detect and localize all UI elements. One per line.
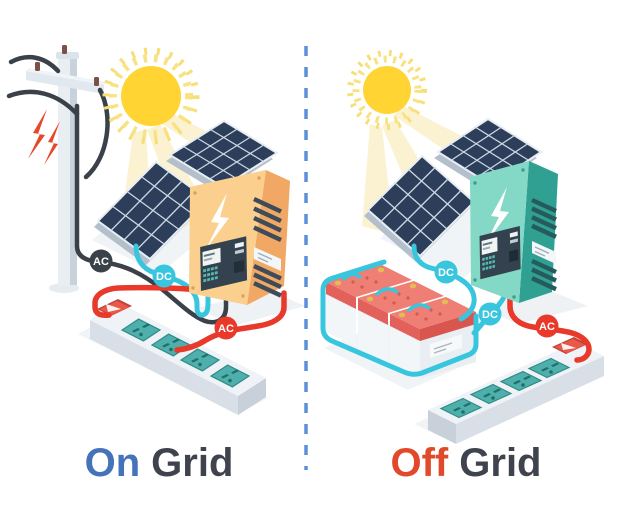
badge-dc-battery-label: DC <box>482 309 498 321</box>
sun-icon-left <box>102 47 200 145</box>
screws <box>473 168 525 299</box>
battery-bank <box>320 259 479 379</box>
side-label <box>532 241 556 264</box>
strip-switch-left[interactable] <box>97 299 132 316</box>
outlets-right[interactable] <box>439 357 571 419</box>
inverter-display <box>200 236 248 291</box>
inverter-display <box>479 225 521 280</box>
solar-panel-back-left <box>166 121 277 193</box>
off-grid-system: DC DC AC <box>320 50 604 444</box>
solar-panel-front-left <box>94 162 208 265</box>
badge-ac-output-left-label: AC <box>218 323 234 335</box>
power-strip-right <box>428 337 604 444</box>
strip-switch-right[interactable] <box>552 337 588 354</box>
screws <box>191 176 261 298</box>
badge-ac-grid: AC <box>89 249 113 273</box>
on-grid-label-accent: On <box>84 441 141 485</box>
insulator-pegs <box>35 45 99 86</box>
badge-ac-output-right-label: AC <box>539 321 555 333</box>
badge-dc-panel-label: DC <box>438 267 454 279</box>
badge-dc-panel: DC <box>434 260 458 284</box>
utility-pole <box>6 45 229 325</box>
vents <box>531 197 557 292</box>
on-grid-system: AC DC AC <box>9 45 305 415</box>
badge-dc-left: DC <box>152 264 176 288</box>
battery-jumper-wires <box>320 259 479 377</box>
inverter-left <box>189 170 290 305</box>
badge-ac-grid-label: AC <box>93 256 109 268</box>
inverter-right <box>470 161 558 303</box>
vents <box>253 196 282 298</box>
wire-ac-output-right <box>507 292 592 363</box>
off-grid-label-accent: Off <box>390 441 449 485</box>
badge-dc-left-label: DC <box>156 271 172 283</box>
badge-dc-battery: DC <box>478 302 502 326</box>
lightning-icon <box>206 193 229 249</box>
off-grid-label-rest: Grid <box>459 441 542 485</box>
side-label <box>254 247 281 271</box>
outlets-left[interactable] <box>120 318 251 388</box>
badge-ac-output-left: AC <box>214 316 238 340</box>
on-grid-label-rest: Grid <box>151 441 234 485</box>
sun-icon-right <box>347 50 427 130</box>
lightning-bolts-icon <box>28 109 60 165</box>
lightning-icon <box>486 187 509 243</box>
solar-panel-front-right <box>364 156 474 262</box>
badge-ac-output-right: AC <box>535 314 559 338</box>
